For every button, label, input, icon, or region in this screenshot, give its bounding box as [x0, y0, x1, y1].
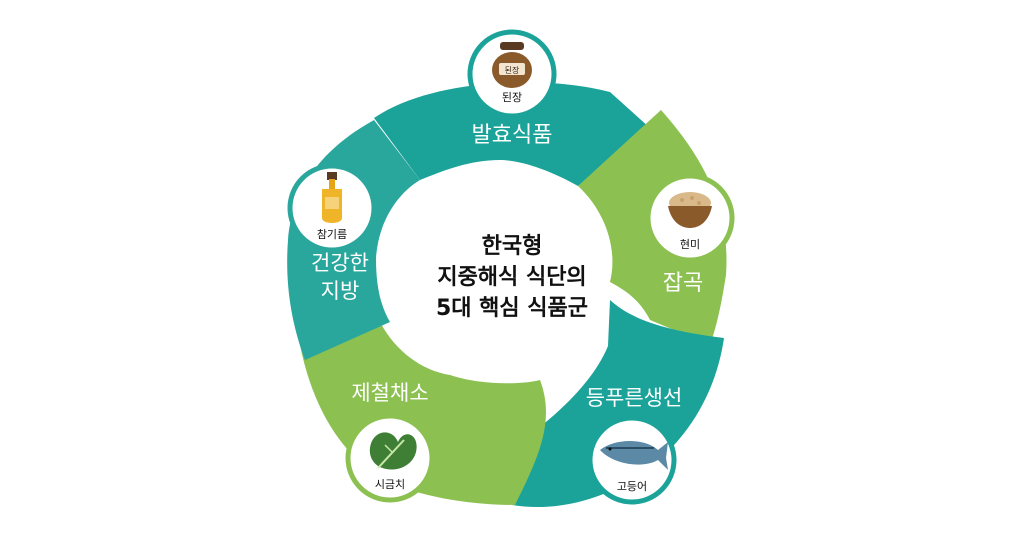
mackerel-icon: [600, 441, 668, 470]
badge-brown-rice-label: 현미: [680, 238, 700, 251]
center-title-line-2: 지중해식 식단의: [437, 265, 586, 290]
segment-healthy-fats-label-line2: 지방: [321, 279, 360, 303]
doenjang-jar-label: 된장: [505, 65, 520, 75]
center-title-block: 한국형 지중해식 식단의 5대 핵심 식품군: [416, 184, 608, 376]
badge-spinach-label: 시금치: [375, 478, 405, 491]
badge-doenjang: 된장 된장: [467, 29, 557, 119]
spinach-icon: [369, 432, 417, 470]
segment-fermented-foods-shape: [374, 82, 650, 186]
segment-whole-grains-label: 잡곡: [663, 271, 703, 296]
badge-mackerel-label: 고등어: [617, 480, 647, 493]
badge-mackerel: 고등어: [587, 415, 677, 505]
sesame-oil-bottle-icon: [322, 172, 342, 223]
badge-brown-rice: 현미: [645, 173, 735, 263]
segment-fermented-foods: 발효식품: [374, 82, 650, 186]
segment-blue-fish-shape: [498, 300, 724, 508]
badge-spinach: 시금치: [345, 413, 435, 503]
segment-fermented-foods-label: 발효식품: [472, 123, 553, 148]
center-title-line-1: 한국형: [482, 234, 543, 259]
center-circle: [416, 184, 608, 376]
segment-blue-fish: 등푸른생선: [498, 300, 724, 508]
segment-blue-fish-label: 등푸른생선: [586, 386, 683, 410]
badge-doenjang-label: 된장: [502, 91, 522, 104]
badge-sesame-oil-label: 참기름: [317, 228, 347, 241]
badge-sesame-oil: 참기름: [287, 163, 377, 253]
segment-healthy-fats-label-line1: 건강한: [311, 251, 369, 275]
segment-seasonal-vegetables-label: 제철채소: [351, 381, 428, 405]
rice-bowl-icon: [668, 192, 712, 228]
center-title-line-3: 5대 핵심 식품군: [436, 296, 588, 321]
doenjang-jar-icon: 된장: [492, 42, 532, 88]
